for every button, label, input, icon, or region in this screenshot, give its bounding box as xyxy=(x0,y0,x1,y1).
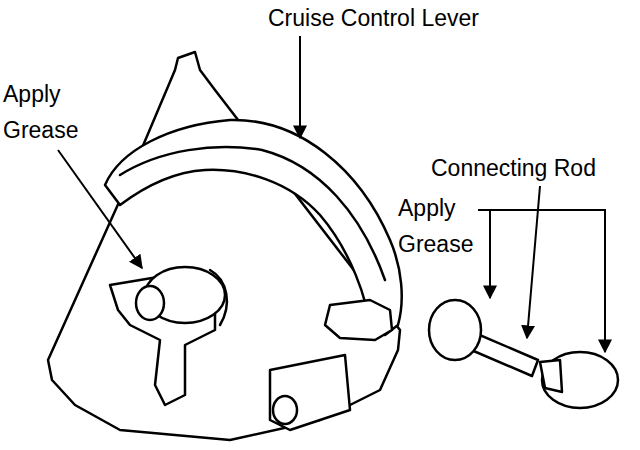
label-text: Apply Grease xyxy=(3,81,78,143)
lower-plate xyxy=(270,355,350,430)
leader-line xyxy=(299,36,301,138)
part-label: Apply Grease xyxy=(3,76,93,148)
leader-line xyxy=(478,210,490,298)
label-text: Apply Grease xyxy=(398,195,473,257)
label-text: Cruise Control Lever xyxy=(268,5,479,31)
part-label: Apply Grease xyxy=(398,190,488,262)
part-label: Cruise Control Lever xyxy=(268,0,558,36)
lever-ridge xyxy=(120,147,385,280)
leader-line xyxy=(490,210,605,352)
rod-ball-left xyxy=(429,300,481,360)
pivot-washer xyxy=(210,270,227,325)
label-text: Connecting Rod xyxy=(431,155,596,181)
pivot-pin xyxy=(136,286,164,320)
leader-line xyxy=(527,186,540,338)
leader-line xyxy=(58,150,142,268)
rod-end-socket xyxy=(540,360,562,392)
bolt-head xyxy=(273,396,297,424)
part-label: Connecting Rod xyxy=(431,150,636,186)
lever-tip xyxy=(325,300,392,340)
